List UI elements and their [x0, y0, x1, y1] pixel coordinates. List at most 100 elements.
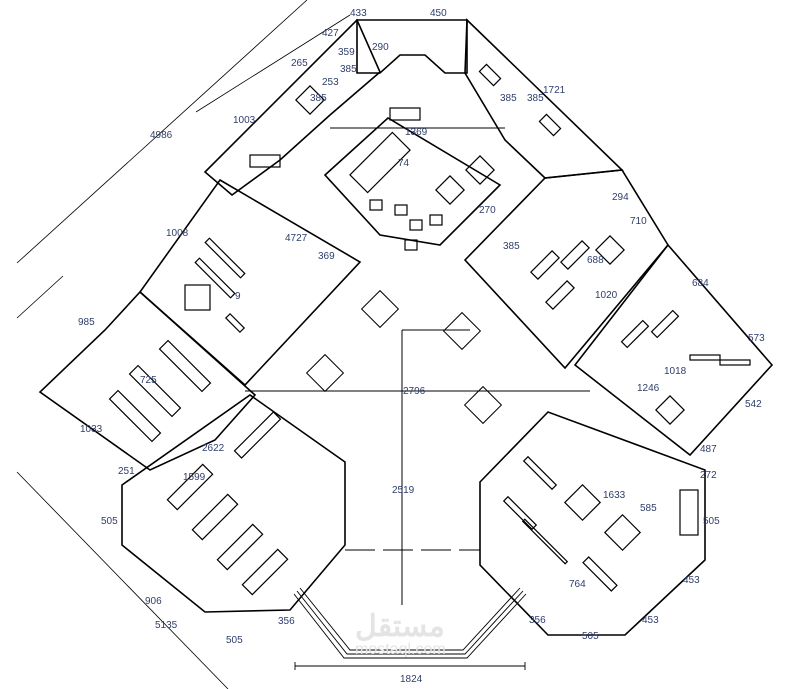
dimension-label: 453	[642, 615, 659, 626]
dimension-label: 764	[569, 579, 586, 590]
furniture-block	[224, 312, 246, 334]
dimension-label: 290	[372, 42, 389, 53]
dimension-label: 453	[683, 575, 700, 586]
dimension-label: 505	[101, 516, 118, 527]
furniture-block	[603, 513, 642, 552]
dimension-label: 505	[582, 631, 599, 642]
furniture-block	[404, 239, 418, 251]
dimension-label: 906	[145, 596, 162, 607]
center-lines	[245, 127, 590, 605]
furniture-block	[530, 250, 560, 280]
dimension-label: 985	[78, 317, 95, 328]
furniture-block	[563, 483, 602, 522]
dimension-label: 1246	[637, 383, 660, 394]
dimension-label: 684	[692, 278, 709, 289]
west-wing	[38, 290, 257, 471]
furniture-block	[429, 214, 443, 226]
dimension-label: 9	[235, 291, 241, 302]
watermark-logo: مستقل mostaql.com	[355, 610, 446, 658]
furniture-block	[191, 493, 239, 541]
dimension-label: 356	[278, 616, 295, 627]
furniture-block	[502, 495, 538, 531]
dimension-label: 385	[340, 64, 357, 75]
southwest-octagon	[121, 394, 346, 613]
dimension-label: 1018	[664, 366, 687, 377]
dimension-label: 725	[140, 375, 157, 386]
furniture-block	[595, 235, 625, 265]
furniture-block	[158, 339, 212, 393]
furniture-block	[108, 389, 162, 443]
dimension-label: 272	[700, 470, 717, 481]
furniture-block	[435, 175, 465, 205]
furniture	[108, 63, 751, 596]
dimension-label: 356	[529, 615, 546, 626]
furniture-block	[204, 237, 246, 279]
walls	[38, 18, 774, 636]
furniture-block	[194, 257, 236, 299]
furniture-block	[184, 284, 211, 311]
entrance-ramp	[293, 587, 527, 670]
dimension-label: 688	[587, 255, 604, 266]
furniture-block	[349, 131, 411, 194]
dimension-label: 385	[310, 93, 327, 104]
dimension-label: 542	[745, 399, 762, 410]
dimension-label: 573	[748, 333, 765, 344]
furniture-block	[719, 359, 751, 366]
furniture-block	[465, 155, 495, 185]
dimension-label: 1369	[405, 127, 428, 138]
dimension-label: 385	[500, 93, 517, 104]
dimension-label: 1020	[595, 290, 618, 301]
furniture-block	[650, 309, 680, 339]
svg-text:mostaql.com: mostaql.com	[355, 641, 446, 658]
dimension-label: 1599	[183, 472, 206, 483]
furniture-block	[679, 489, 699, 536]
dimension-label: 1633	[603, 490, 626, 501]
furniture-block	[620, 319, 650, 349]
furniture-block	[389, 107, 421, 121]
dimension-label: 265	[291, 58, 308, 69]
furniture-block	[538, 113, 562, 137]
dimension-label: 505	[703, 516, 720, 527]
furniture-block	[409, 219, 423, 231]
dimension-label: 369	[318, 251, 335, 262]
dimension-label: 5135	[155, 620, 178, 631]
furniture-block	[582, 556, 618, 592]
furniture-block	[166, 463, 214, 511]
furniture-block	[521, 518, 569, 565]
dimension-label: 710	[630, 216, 647, 227]
dimension-label: 385	[503, 241, 520, 252]
dimension-label: 74	[398, 158, 410, 169]
furniture-block	[128, 364, 182, 418]
furniture-block	[689, 354, 721, 361]
furniture-block	[249, 154, 281, 168]
dimension-label: 4986	[150, 130, 173, 141]
dimension-label: 294	[612, 192, 629, 203]
svg-text:مستقل: مستقل	[355, 610, 445, 643]
dimension-label: 4727	[285, 233, 308, 244]
dimension-label: 585	[640, 503, 657, 514]
furniture-block	[545, 280, 575, 310]
sports-room	[463, 169, 669, 370]
dimension-label: 359	[338, 47, 355, 58]
site-boundary	[16, 0, 351, 689]
dimension-label: 385	[527, 93, 544, 104]
dimension-label: 433	[350, 8, 367, 19]
furniture-block	[478, 63, 502, 87]
dimension-label: 427	[322, 28, 339, 39]
southeast-octagon	[479, 411, 706, 636]
dimension-label: 1003	[233, 115, 256, 126]
furniture-block	[369, 199, 383, 211]
dimension-label: 1824	[400, 674, 423, 685]
dimension-label: 505	[226, 635, 243, 646]
dimension-label: 2622	[202, 443, 225, 454]
furniture-block	[394, 204, 408, 216]
perfume-room	[138, 178, 362, 387]
furniture-block	[216, 523, 264, 571]
dimension-label: 2519	[392, 485, 415, 496]
furniture-block	[522, 455, 558, 491]
northeast-strip	[464, 18, 624, 179]
dimension-label: 2796	[403, 386, 426, 397]
furniture-block	[560, 240, 590, 270]
